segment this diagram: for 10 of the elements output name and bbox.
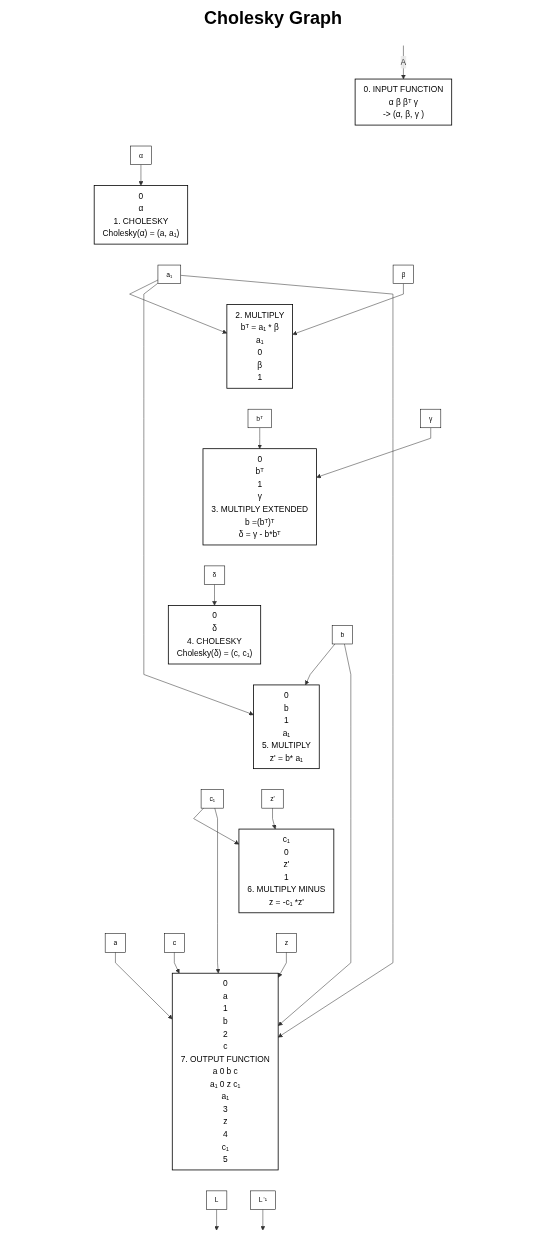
node-box: c₁ 0 z' 1 6. MULTIPLY MINUS z = -c₁ *z' bbox=[238, 828, 335, 914]
node-box: 2. MULTIPLY bᵀ = a₁ * β a₁ 0 β 1 bbox=[226, 304, 294, 389]
node-box: 0 δ 4. CHOLESKY Cholesky(δ) = (c, c₁) bbox=[168, 605, 262, 665]
node-box: 0. INPUT FUNCTION α β βᵀ γ -> (α, β, γ ) bbox=[354, 78, 453, 126]
node-box: 0 a 1 b 2 c 7. OUTPUT FUNCTION a 0 b c a₁ 0 z c₁ a₁ 3 z 4 c₁ 5 bbox=[171, 972, 279, 1171]
node-box: 0 b 1 a₁ 5. MULTIPLY z' = b* a₁ bbox=[253, 684, 320, 770]
node-box: 0 α 1. CHOLESKY Cholesky(α) = (a, a₁) bbox=[93, 185, 189, 245]
edge-label: A bbox=[400, 57, 407, 67]
diagram-title: Cholesky Graph bbox=[202, 8, 343, 29]
node-box: 0 bᵀ 1 γ 3. MULTIPLY EXTENDED b =(bᵀ)ᵀ δ = γ - b*bᵀ bbox=[202, 448, 317, 546]
